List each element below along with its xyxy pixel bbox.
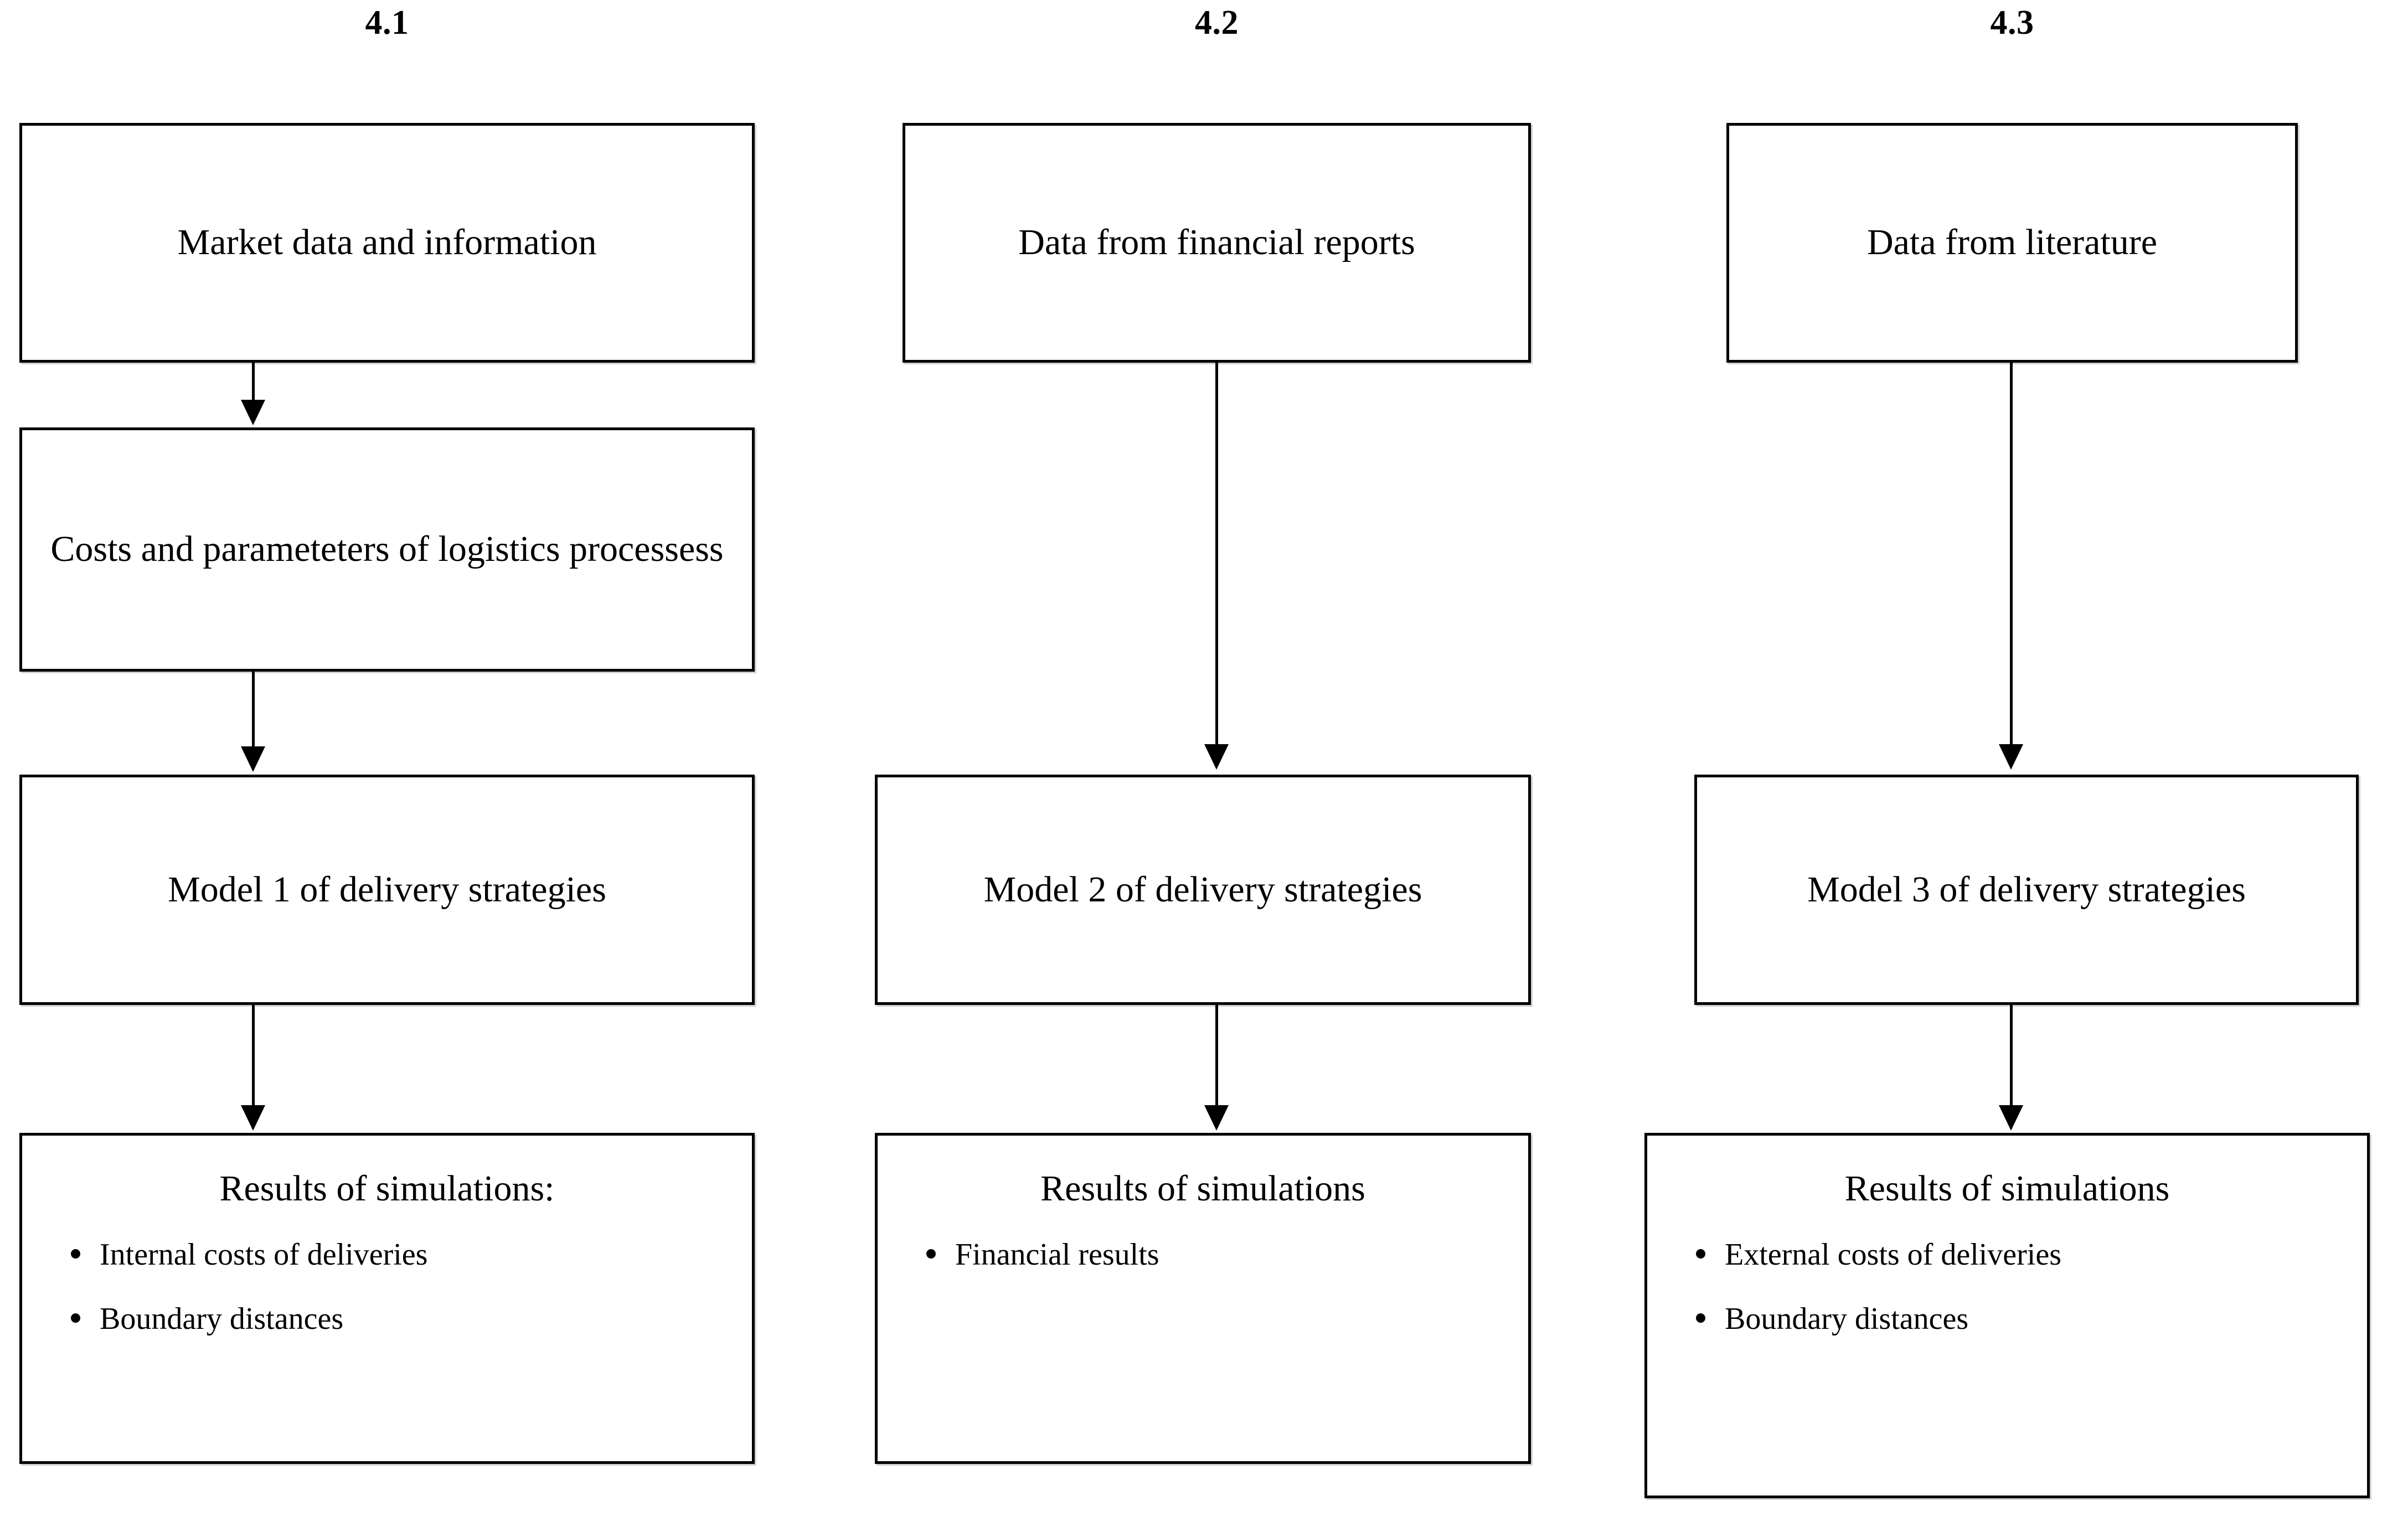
connector-model-2-to-results xyxy=(1215,1005,1218,1106)
node-title: Market data and information xyxy=(177,222,597,263)
connector-costs-to-model-1 xyxy=(252,672,255,747)
list-item: Financial results xyxy=(924,1235,1513,1274)
results-bullet-list: External costs of deliveries Boundary di… xyxy=(1663,1235,2352,1338)
node-model-2-of-delivery-strategies[interactable]: Model 2 of delivery strategies xyxy=(875,775,1531,1005)
bullet-dot-icon xyxy=(1696,1313,1705,1323)
node-data-from-financial-reports[interactable]: Data from financial reports xyxy=(903,123,1531,363)
node-model-3-of-delivery-strategies[interactable]: Model 3 of delivery strategies xyxy=(1694,775,2359,1005)
arrowhead-literature-to-model-3 xyxy=(1999,744,2023,770)
node-title: Results of simulations xyxy=(1040,1168,1365,1209)
bullet-dot-icon xyxy=(71,1313,80,1323)
arrowhead-financial-reports-to-model-2 xyxy=(1204,744,1229,770)
node-results-of-simulations-internal[interactable]: Results of simulations: Internal costs o… xyxy=(19,1133,755,1464)
list-item-label: Boundary distances xyxy=(100,1302,344,1337)
results-bullet-list: Financial results xyxy=(893,1235,1513,1274)
list-item-label: External costs of deliveries xyxy=(1725,1237,2062,1272)
list-item-label: Internal costs of deliveries xyxy=(100,1237,428,1272)
node-costs-and-parameters[interactable]: Costs and parameteters of logistics proc… xyxy=(19,427,755,672)
connector-financial-reports-to-model-2 xyxy=(1215,363,1218,745)
connector-literature-to-model-3 xyxy=(2010,363,2013,745)
node-title: Data from literature xyxy=(1866,222,2158,263)
list-item: Internal costs of deliveries xyxy=(69,1235,736,1274)
arrowhead-costs-to-model-1 xyxy=(241,746,265,772)
arrowhead-market-data-to-costs xyxy=(241,400,265,425)
bullet-dot-icon xyxy=(71,1249,80,1259)
node-title: Model 2 of delivery strategies xyxy=(983,869,1422,910)
node-title: Results of simulations xyxy=(1844,1168,2170,1209)
bullet-dot-icon xyxy=(926,1249,936,1259)
list-item-label: Boundary distances xyxy=(1725,1302,1969,1337)
arrowhead-model-2-to-results xyxy=(1204,1105,1229,1131)
node-title: Model 3 of delivery strategies xyxy=(1807,869,2246,910)
column-heading-4-3: 4.3 xyxy=(1990,4,2034,42)
list-item: Boundary distances xyxy=(1694,1300,2352,1338)
list-item-label: Financial results xyxy=(955,1237,1159,1272)
results-bullet-list: Internal costs of deliveries Boundary di… xyxy=(38,1235,736,1338)
node-title: Model 1 of delivery strategies xyxy=(168,869,606,910)
column-heading-4-2: 4.2 xyxy=(1195,4,1239,42)
list-item: External costs of deliveries xyxy=(1694,1235,2352,1274)
node-data-from-literature[interactable]: Data from literature xyxy=(1726,123,2298,363)
connector-model-1-to-results xyxy=(252,1005,255,1106)
node-results-of-simulations-financial[interactable]: Results of simulations Financial results xyxy=(875,1133,1531,1464)
node-title: Costs and parameteters of logistics proc… xyxy=(50,529,724,570)
arrowhead-model-3-to-results xyxy=(1999,1105,2023,1131)
list-item: Boundary distances xyxy=(69,1300,736,1338)
node-title: Results of simulations: xyxy=(219,1168,555,1209)
arrowhead-model-1-to-results xyxy=(241,1105,265,1131)
node-market-data-and-information[interactable]: Market data and information xyxy=(19,123,755,363)
connector-market-data-to-costs xyxy=(252,363,255,401)
node-title: Data from financial reports xyxy=(1018,222,1415,263)
node-results-of-simulations-external[interactable]: Results of simulations External costs of… xyxy=(1644,1133,2370,1498)
node-model-1-of-delivery-strategies[interactable]: Model 1 of delivery strategies xyxy=(19,775,755,1005)
bullet-dot-icon xyxy=(1696,1249,1705,1259)
column-heading-4-1: 4.1 xyxy=(365,4,409,42)
connector-model-3-to-results xyxy=(2010,1005,2013,1106)
